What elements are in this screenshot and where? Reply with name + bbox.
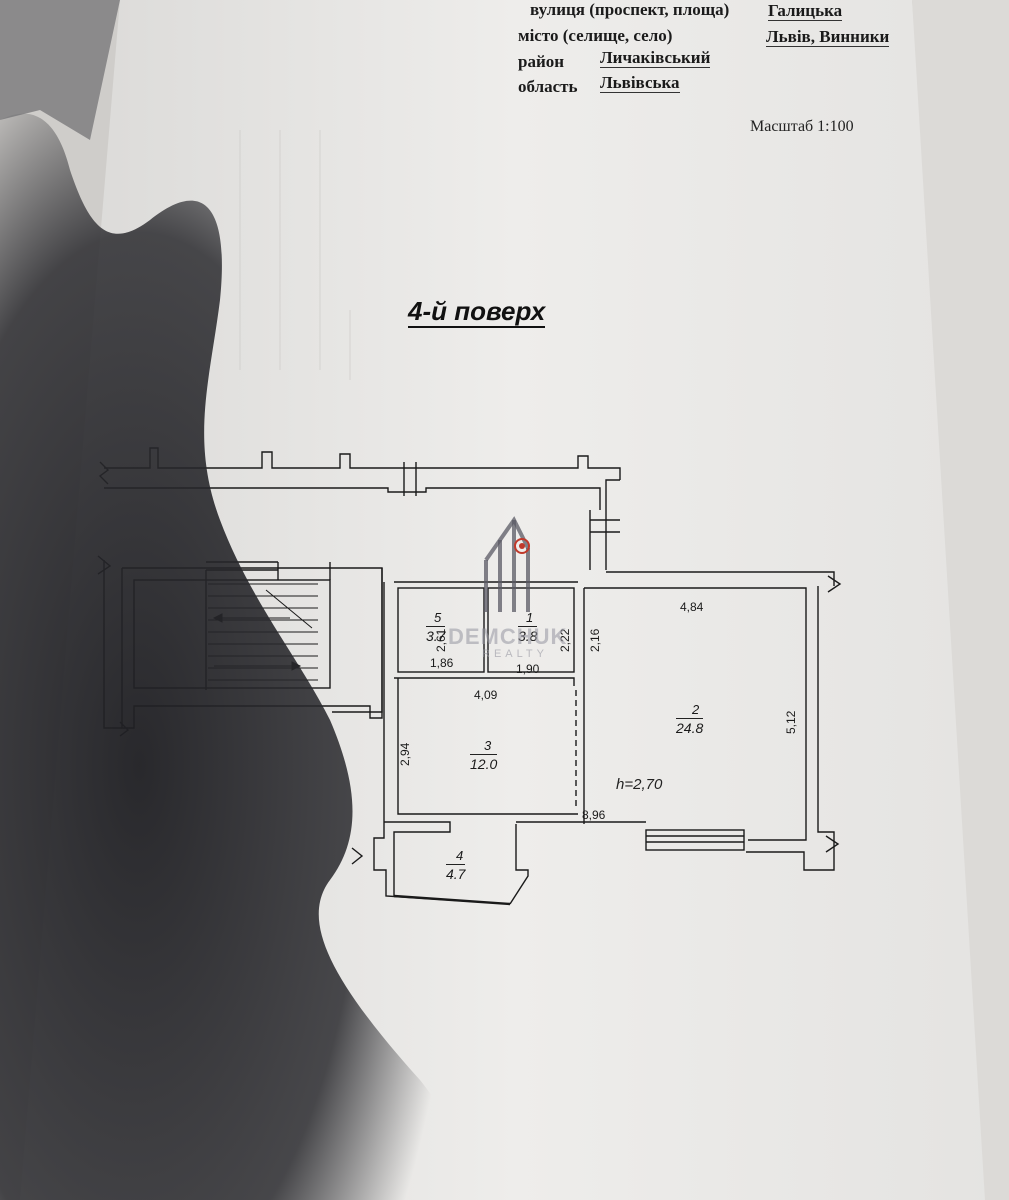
- region-value: Львівська: [600, 73, 680, 93]
- room-2-number: 2: [692, 702, 700, 717]
- watermark-brand: DEMCHUK: [448, 624, 568, 649]
- district-value: Личаківський: [600, 48, 711, 68]
- room-3-number: 3: [484, 738, 492, 753]
- city-label: місто (селище, село): [518, 26, 673, 45]
- dimension-1-90: 1,90: [516, 662, 540, 676]
- street-label: вулиця (проспект, площа): [530, 0, 730, 19]
- room-1-area: 3.8: [518, 626, 538, 644]
- room-2-area: 24.8: [676, 718, 704, 736]
- street-value: Галицька: [768, 1, 843, 21]
- ceiling-height: h=2,70: [616, 776, 663, 793]
- district-label: район: [518, 52, 565, 71]
- watermark-sub: REALTY: [482, 648, 548, 660]
- scale-label: Масштаб 1:100: [750, 118, 854, 135]
- city-value: Львів, Винники: [766, 27, 890, 47]
- room-3-area: 12.0: [470, 754, 498, 772]
- dimension-4-09: 4,09: [474, 688, 498, 702]
- dimension-8-96: 8,96: [582, 808, 606, 822]
- dimension-4-84: 4,84: [680, 600, 704, 614]
- room-1-number: 1: [526, 610, 534, 625]
- region-label: область: [518, 77, 578, 96]
